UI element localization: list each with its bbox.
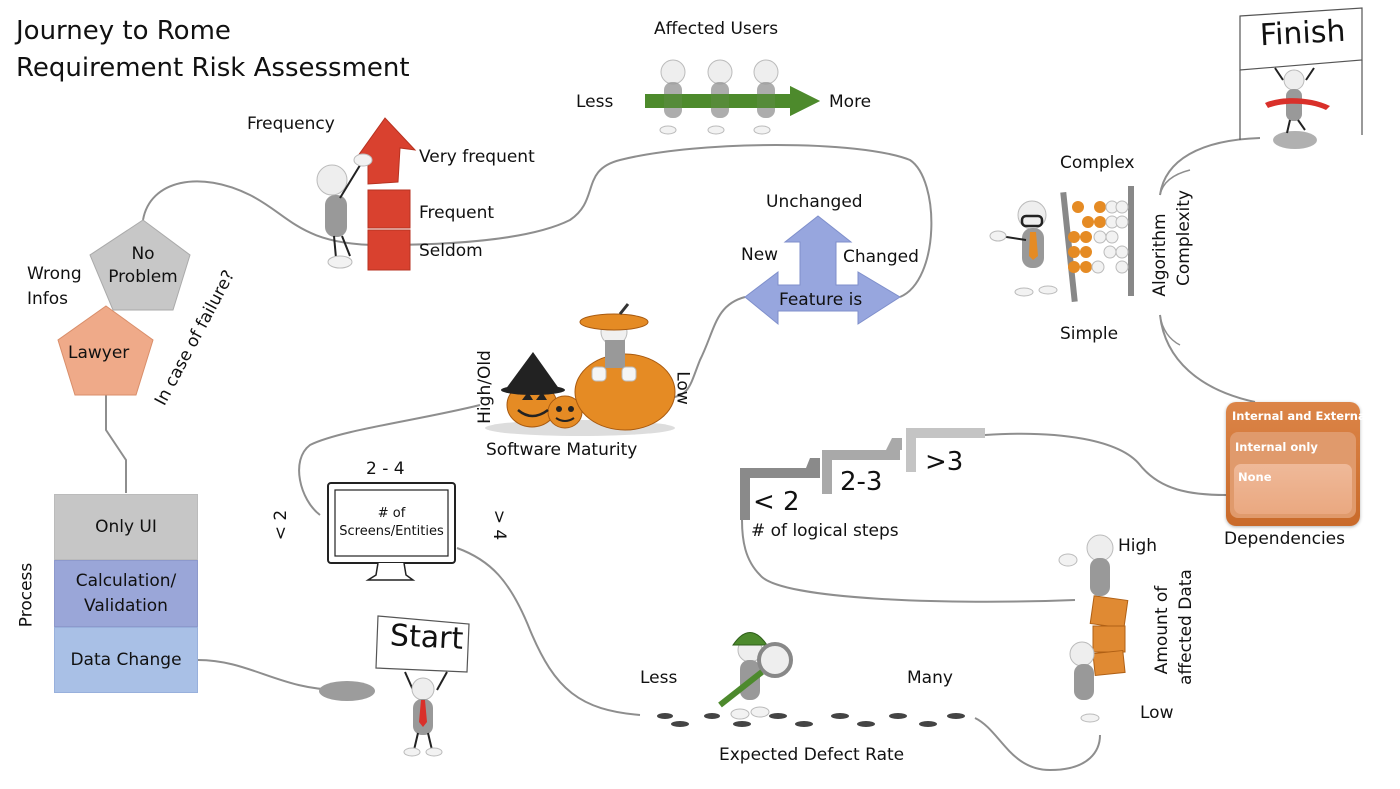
dependency-none: None (1238, 470, 1272, 484)
wrong-infos-label: Wrong Infos (27, 264, 82, 309)
abacus-icon (989, 186, 1134, 303)
feature-is-label: Feature is (779, 290, 863, 310)
frequency-very-frequent: Very frequent (419, 147, 535, 167)
screens-high: > 4 (489, 509, 510, 541)
no-problem-label: No Problem (108, 244, 178, 287)
start-label: Start (389, 618, 465, 657)
frequency-title: Frequency (247, 114, 335, 134)
defect-rate-title: Expected Defect Rate (719, 745, 905, 765)
logical-steps-high: >3 (925, 447, 964, 477)
screens-label-line1: # of (377, 506, 406, 521)
process-level-data-change: Data Change (54, 627, 198, 693)
feature-changed: Changed (843, 247, 919, 267)
no-problem-pentagon (89, 219, 191, 311)
process-axis-label: Process (16, 562, 37, 628)
algorithm-complex: Complex (1060, 153, 1135, 173)
path-feature-to-maturity (669, 296, 746, 399)
logical-steps-mid: 2-3 (840, 467, 883, 497)
affected-data-label-line1: Amount of (1152, 585, 1172, 675)
logical-steps-low: < 2 (753, 487, 800, 517)
monitor-icon (327, 482, 456, 581)
frequency-seldom: Seldom (419, 241, 483, 261)
frequency-frequent: Frequent (419, 203, 495, 223)
path-data-to-steps (741, 519, 1076, 603)
screens-label-line2: Screens/Entities (339, 524, 444, 539)
affected-data-low: Low (1140, 703, 1174, 723)
algorithm-bracket-bottom (1159, 314, 1181, 346)
software-maturity-graphic (485, 303, 676, 436)
start-sign (375, 615, 470, 673)
finish-banner (1239, 7, 1363, 140)
algorithm-simple: Simple (1060, 324, 1119, 344)
process-level-calculation: Calculation/ Validation (54, 560, 198, 627)
defect-rate-many: Many (907, 668, 953, 688)
path-defect-to-data (974, 717, 1101, 772)
process-level-only-ui: Only UI (54, 494, 198, 560)
dependency-internal-only: Internal only (1235, 440, 1318, 454)
path-screens-to-defect (456, 547, 641, 716)
algorithm-label-line1: Algorithm (1150, 213, 1170, 297)
lawyer-label: Lawyer (68, 343, 130, 363)
lawyer-pentagon (57, 305, 154, 396)
defect-rate-less: Less (640, 668, 678, 688)
finish-shadow (1273, 131, 1317, 149)
path-process-to-lawyer (105, 395, 127, 493)
path-start-to-process (197, 659, 341, 691)
affected-data-label-line2: affected Data (1176, 569, 1196, 685)
software-maturity-low: Low (672, 371, 693, 405)
logical-steps-graphic (740, 428, 985, 520)
affected-data-graphic (1058, 534, 1129, 723)
affected-data-high: High (1118, 536, 1158, 556)
affected-users-less: Less (576, 92, 614, 112)
frequency-graphic (316, 117, 417, 271)
finish-label: Finish (1259, 13, 1347, 54)
footprints-graphic (657, 713, 965, 727)
feature-new: New (741, 245, 779, 265)
dependencies-box: Internal and External Internal only None (1226, 402, 1370, 526)
feature-unchanged: Unchanged (766, 192, 863, 212)
path-noproblem-to-frequency (142, 144, 933, 298)
page-title-line1: Journey to Rome (16, 16, 231, 46)
screens-mid: 2 - 4 (366, 459, 405, 479)
start-marker-ellipse (319, 681, 375, 701)
finish-figure-icon (1265, 67, 1330, 134)
software-maturity-high: High/Old (474, 350, 495, 424)
dependency-none-box (1234, 464, 1352, 514)
detective-figure-icon (718, 632, 793, 720)
start-figure-icon (403, 671, 448, 757)
software-maturity-title: Software Maturity (486, 440, 638, 460)
affected-users-more: More (829, 92, 872, 112)
path-steps-to-deps (984, 432, 1227, 496)
affected-users-graphic (645, 59, 820, 135)
algorithm-label-line2: Complexity (1174, 190, 1194, 287)
logical-steps-title: # of logical steps (751, 521, 899, 541)
dependency-internal-external: Internal and External (1232, 409, 1370, 423)
feature-arrow-shape (744, 215, 901, 326)
dependencies-title: Dependencies (1224, 529, 1345, 549)
algorithm-bracket-top (1159, 169, 1191, 196)
screens-low: < 2 (271, 509, 292, 541)
affected-users-title: Affected Users (654, 19, 779, 39)
path-deps-to-algo (1159, 314, 1256, 403)
page-title-line2: Requirement Risk Assessment (16, 53, 410, 83)
path-algo-to-finish (1159, 137, 1261, 196)
path-maturity-to-screens (298, 404, 481, 516)
